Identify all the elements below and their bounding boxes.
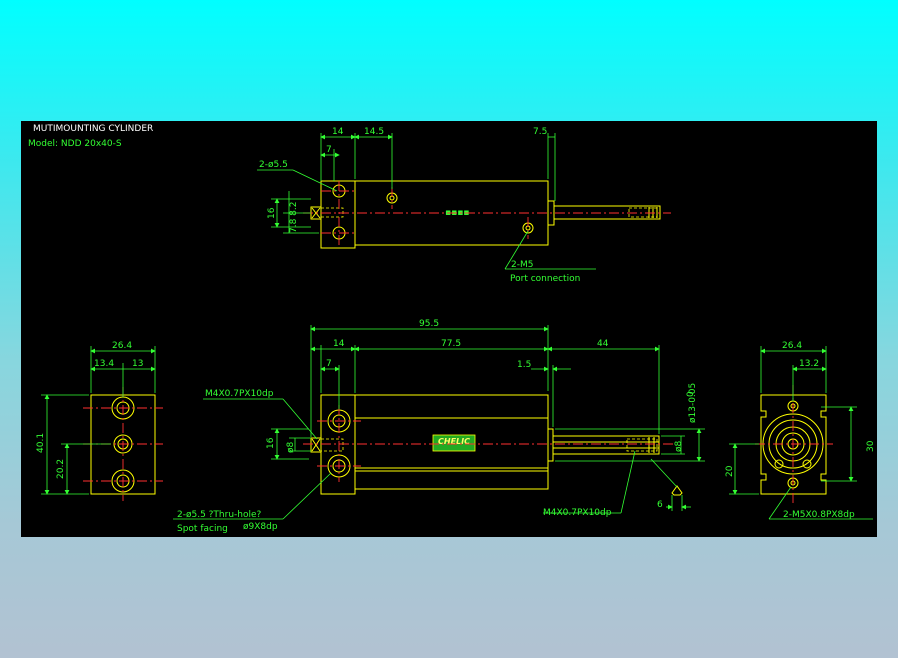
front-dim-6: 6 (657, 500, 663, 510)
top-port-label: Port connection (510, 274, 580, 284)
left-dim-13-4: 13.4 (94, 359, 114, 369)
top-dim-7: 7 (326, 145, 332, 155)
cad-drawing: MUTIMOUNTING CYLINDER Model: NDD 20x40-S… (21, 121, 877, 537)
front-rod (552, 435, 660, 455)
right-dim-20: 20 (725, 465, 735, 477)
rod-end-detail (671, 485, 683, 496)
front-view: CHELIC 95.5 14 77.5 44 7 1.5 M4X0.7PX10d… (173, 319, 705, 534)
front-hole-note: 2-ø5.5 ?Thru-hole? (177, 510, 262, 520)
right-dim-26-4: 26.4 (782, 341, 802, 351)
front-rod-collar (547, 428, 554, 462)
front-dim-14: 14 (333, 339, 345, 349)
left-end-view: 26.4 13.4 13 40.1 20.2 (36, 341, 163, 501)
front-thread-left: M4X0.7PX10dp (205, 389, 274, 399)
top-dim-14: 14 (332, 127, 344, 137)
svg-text:▪▪▪▪: ▪▪▪▪ (445, 208, 469, 218)
front-dim-44: 44 (597, 339, 609, 349)
top-rod (553, 205, 661, 220)
front-dim-o8-right: ø8 (674, 440, 684, 452)
top-hole-note: 2-ø5.5 (259, 160, 288, 170)
top-view: ▪▪▪▪ 14 14.5 7 7.5 2-ø5.5 16 7.8 8.2 2-M… (257, 127, 671, 284)
right-dim-30: 30 (866, 440, 876, 452)
front-thread-right: M4X0.7PX10dp (543, 508, 612, 518)
left-dim-13: 13 (132, 359, 143, 369)
front-dim-95-5: 95.5 (419, 319, 439, 329)
model-label: Model: NDD 20x40-S (28, 139, 122, 149)
top-dim-7-5: 7.5 (533, 127, 547, 137)
right-port-right (802, 459, 812, 469)
right-port-left (774, 459, 784, 469)
drawing-canvas: MUTIMOUNTING CYLINDER Model: NDD 20x40-S… (28, 124, 876, 534)
right-dim-13-2: 13.2 (799, 359, 819, 369)
front-spot-dim: ø9X8dp (243, 522, 278, 532)
top-dim-7-8-2: 7.8 8.2 (289, 202, 299, 234)
chelic-logo (432, 434, 476, 452)
right-end-profile (760, 394, 827, 495)
front-tol-zero: 0 (686, 391, 696, 397)
top-dim-14-5: 14.5 (364, 127, 384, 137)
right-thread-note: 2-M5X0.8PX8dp (783, 510, 855, 520)
left-dim-40-1: 40.1 (36, 433, 46, 453)
front-dim-1-5: 1.5 (517, 360, 531, 370)
right-end-view: 26.4 13.2 30 20 2-M5X0.8PX8dp (725, 341, 876, 520)
top-dim-16: 16 (267, 207, 277, 219)
left-dim-20-2: 20.2 (56, 459, 66, 479)
left-dim-26-4: 26.4 (112, 341, 132, 351)
front-spot-label: Spot facing (177, 524, 228, 534)
front-dim-7: 7 (326, 359, 332, 369)
svg-text:CHELIC: CHELIC (438, 437, 470, 446)
front-dim-16: 16 (266, 437, 276, 449)
drawing-title: MUTIMOUNTING CYLINDER (33, 124, 153, 134)
front-dim-o8-left: ø8 (286, 441, 296, 453)
top-port-note: 2-M5 (511, 260, 533, 270)
front-tol-dim: ø13-0.05 (688, 383, 698, 423)
front-dim-77-5: 77.5 (441, 339, 461, 349)
